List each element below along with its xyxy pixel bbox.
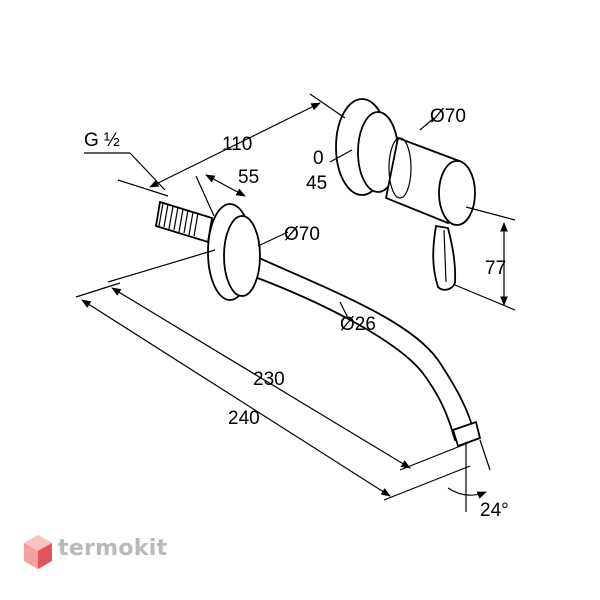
termokit-logo-icon <box>24 535 52 569</box>
label-110: 110 <box>222 134 252 155</box>
label-55: 55 <box>238 167 259 188</box>
label-230: 230 <box>253 369 285 390</box>
watermark-brand: termokit <box>58 536 168 561</box>
label-thread: G ½ <box>84 130 120 151</box>
mixer-body <box>335 98 476 291</box>
thread-lines <box>158 202 199 237</box>
label-240: 240 <box>228 408 260 429</box>
label-range-0: 0 <box>313 148 324 169</box>
label-dia-70-top: Ø70 <box>430 106 466 127</box>
label-77: 77 <box>485 258 506 279</box>
label-dia-26: Ø26 <box>340 314 376 335</box>
label-angle-24: 24° <box>480 500 509 521</box>
dimension-lines <box>75 93 516 512</box>
label-dia-70-mid: Ø70 <box>284 224 320 245</box>
label-range-45: 45 <box>306 173 327 194</box>
